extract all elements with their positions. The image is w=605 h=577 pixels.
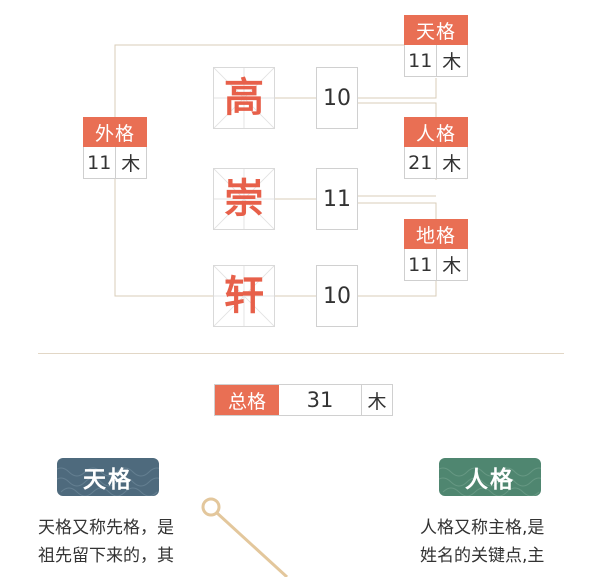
tian-ge-section-badge: 天格 [57, 458, 159, 496]
stroke-count-3: 10 [316, 265, 358, 327]
connector-lines [114, 44, 437, 297]
wave-pattern-icon [57, 467, 159, 496]
ren-ge-description-line: 姓名的关键点,主 [420, 546, 545, 566]
wai-ge-box: 外格 11 木 [83, 117, 147, 179]
di-ge-box: 地格 11 木 [404, 219, 468, 281]
tian-ge-label: 天格 [404, 15, 468, 45]
zong-ge-box: 总格 31 木 [214, 384, 393, 416]
ren-ge-description: 人格又称主格,是 姓名的关键点,主 [420, 514, 544, 570]
tian-ge-section-title: 天格 [83, 467, 133, 493]
di-ge-number: 11 [408, 253, 433, 276]
name-char-3: 轩 [213, 265, 275, 327]
tian-ge-description-line: 祖先留下来的，其 [38, 546, 174, 566]
tian-ge-description: 天格又称先格，是 祖先留下来的，其 [38, 514, 174, 570]
wai-ge-label: 外格 [83, 117, 147, 147]
wave-pattern-icon [439, 467, 541, 496]
name-char-2: 崇 [213, 168, 275, 230]
zong-ge-label: 总格 [215, 385, 279, 415]
name-char-text: 高 [224, 74, 264, 121]
ren-ge-element: 木 [435, 147, 468, 178]
tian-zi-grid [214, 169, 274, 229]
name-char-text: 轩 [224, 272, 264, 319]
wai-ge-number: 11 [87, 151, 112, 174]
zong-ge-element: 木 [367, 390, 387, 413]
ren-ge-box: 人格 21 木 [404, 117, 468, 179]
tian-ge-number: 11 [408, 49, 433, 72]
ren-ge-section-badge: 人格 [439, 458, 541, 496]
stroke-count-1: 10 [316, 67, 358, 129]
stroke-count-2: 11 [316, 168, 358, 230]
ren-ge-description-line: 人格又称主格,是 [420, 518, 545, 538]
ren-ge-number: 21 [408, 151, 433, 174]
tian-zi-grid [214, 266, 274, 326]
name-char-text: 崇 [224, 175, 264, 222]
section-divider [38, 353, 564, 354]
wai-ge-element: 木 [114, 147, 147, 178]
di-ge-label: 地格 [404, 219, 468, 249]
decorative-connector-icon [201, 497, 289, 577]
zong-ge-number: 31 [279, 385, 362, 415]
tian-ge-description-line: 天格又称先格，是 [38, 518, 174, 538]
tian-zi-grid [214, 68, 274, 128]
tian-ge-box: 天格 11 木 [404, 15, 468, 77]
di-ge-element: 木 [435, 249, 468, 280]
ren-ge-label: 人格 [404, 117, 468, 147]
tian-ge-element: 木 [435, 45, 468, 76]
ren-ge-section-title: 人格 [465, 467, 515, 493]
name-char-1: 高 [213, 67, 275, 129]
